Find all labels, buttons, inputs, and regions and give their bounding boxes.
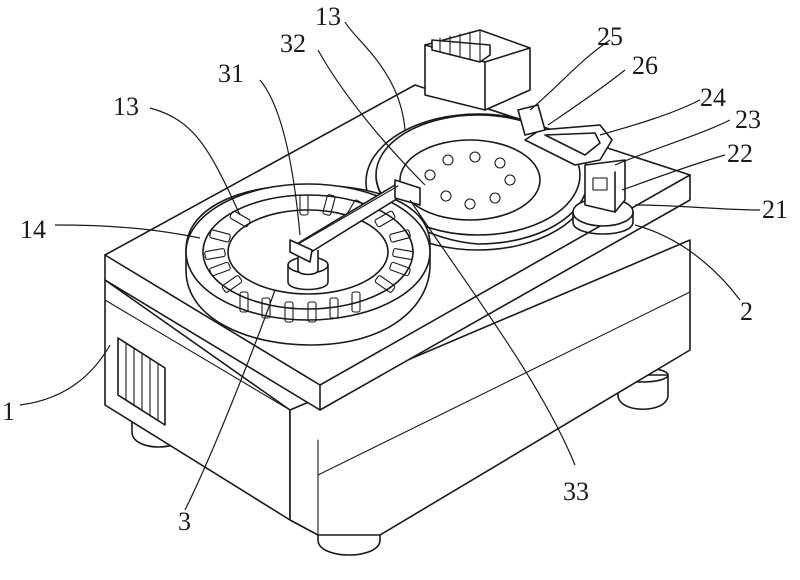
label-22: 22 — [727, 139, 753, 168]
label-14: 14 — [20, 215, 46, 244]
label-1: 1 — [2, 397, 15, 426]
label-3: 3 — [178, 507, 191, 536]
label-21: 21 — [762, 195, 788, 224]
label-26: 26 — [632, 51, 658, 80]
label-32: 32 — [280, 29, 306, 58]
label-25: 25 — [597, 22, 623, 51]
label-2: 2 — [740, 297, 753, 326]
control-box — [425, 30, 530, 110]
label-33: 33 — [563, 477, 589, 506]
label-23: 23 — [735, 105, 761, 134]
label-24: 24 — [700, 83, 726, 112]
label-31: 31 — [218, 59, 244, 88]
label-13-top: 13 — [315, 2, 341, 31]
label-13-left: 13 — [113, 92, 139, 121]
left-turntable — [186, 184, 430, 345]
